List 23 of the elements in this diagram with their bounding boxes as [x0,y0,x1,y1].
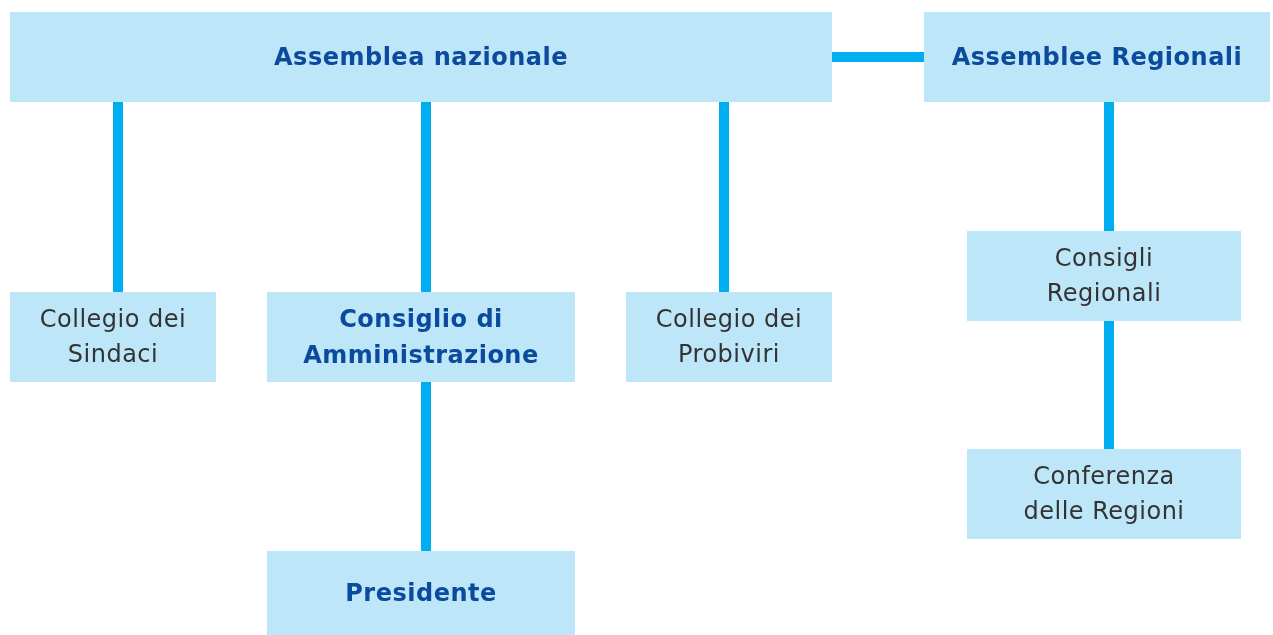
connector-line [421,102,431,292]
connector-line [421,382,431,551]
box-label: Consiglio di Amministrazione [302,304,540,371]
org-box [267,551,575,635]
org-box [626,292,832,382]
box-label: Collegio dei Probiviri [654,304,804,370]
box-label: Consigli Regionali [1045,243,1163,309]
connector-line [113,102,123,292]
org-box [924,12,1270,102]
org-box [10,292,216,382]
connector-line [1104,102,1114,231]
org-box [967,449,1241,539]
org-box [967,231,1241,321]
org-box [10,12,832,102]
org-box [267,292,575,382]
connector-line [1104,321,1114,449]
box-label: Assemblee Regionali [951,42,1243,73]
box-label: Presidente [345,578,497,609]
connector-line [832,52,924,62]
box-label: Conferenza delle Regioni [1022,461,1186,527]
connector-line [719,102,729,292]
box-label: Collegio dei Sindaci [38,304,188,370]
box-label: Assemblea nazionale [274,42,568,73]
